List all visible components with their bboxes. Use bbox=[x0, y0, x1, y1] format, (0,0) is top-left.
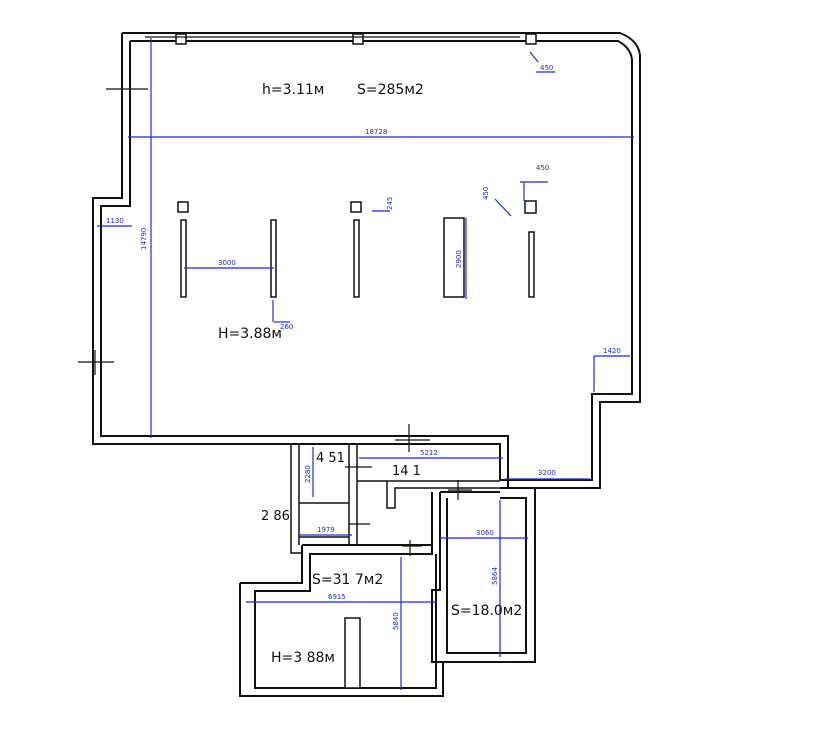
dim-2900: 2900 bbox=[455, 250, 463, 268]
dim-245: 245 bbox=[386, 197, 394, 210]
main-ceiling-label: H=3.88м bbox=[218, 326, 282, 342]
room-451-label: 4 51 bbox=[316, 451, 345, 466]
lower-ceiling-label: H=3 88м bbox=[271, 650, 335, 666]
dim-1130: 1130 bbox=[106, 217, 124, 225]
main-hall-walls bbox=[92, 32, 641, 489]
column-square bbox=[350, 201, 362, 213]
column-wide bbox=[443, 217, 465, 298]
columns bbox=[177, 200, 537, 298]
dim-3060: 3060 bbox=[476, 529, 494, 537]
partition bbox=[344, 617, 361, 689]
dim-2280: 2280 bbox=[304, 465, 312, 483]
dim-3000: 3000 bbox=[218, 259, 236, 267]
room-141-label: 14 1 bbox=[392, 464, 421, 479]
dim-5864: 5864 bbox=[491, 567, 499, 585]
lower-rooms-walls bbox=[239, 444, 536, 697]
column bbox=[353, 219, 360, 298]
dim-14790: 14790 bbox=[140, 228, 148, 250]
axis-ticks bbox=[78, 78, 472, 556]
column-square bbox=[177, 201, 189, 213]
room-286-label: 2 86 bbox=[261, 509, 290, 524]
dim-450-corner: 450 bbox=[540, 64, 553, 72]
column bbox=[180, 219, 187, 298]
dim-450-left: 450 bbox=[482, 187, 490, 200]
dim-450-top: 450 bbox=[536, 164, 549, 172]
dim-18728: 18728 bbox=[365, 128, 387, 136]
dim-5212: 5212 bbox=[420, 449, 438, 457]
dim-6915: 6915 bbox=[328, 593, 346, 601]
dim-3200: 3200 bbox=[538, 469, 556, 477]
area-180-label: S=18.0м2 bbox=[451, 603, 522, 619]
column bbox=[270, 219, 277, 298]
dim-1979: 1979 bbox=[317, 526, 335, 534]
main-area-label: S=285м2 bbox=[357, 82, 424, 98]
dim-260: 260 bbox=[280, 323, 293, 331]
main-height-label: h=3.11м bbox=[262, 82, 324, 98]
column bbox=[528, 231, 535, 298]
dimension-lines bbox=[97, 38, 634, 690]
window-marks bbox=[145, 33, 537, 45]
room-labels: h=3.11м S=285м2 H=3.88м 4 51 14 1 2 86 S… bbox=[218, 82, 522, 666]
dim-1420: 1420 bbox=[603, 347, 621, 355]
area-317-label: S=31 7м2 bbox=[312, 572, 383, 588]
dimension-labels: 18728 14790 1130 3000 260 245 2900 450 4… bbox=[106, 64, 621, 630]
column-square bbox=[524, 200, 537, 214]
dim-5840: 5840 bbox=[392, 612, 400, 630]
